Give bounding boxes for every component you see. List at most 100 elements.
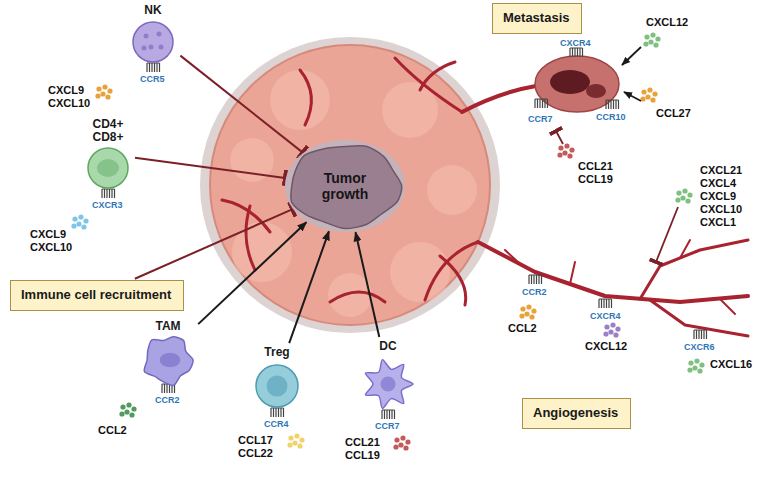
chemokine-label: CCL19 [345, 449, 380, 462]
chemokine-dots [687, 358, 704, 373]
cell-body [88, 148, 128, 188]
section-box: Angiogenesis [522, 398, 631, 429]
chemokine-label: CXCL4 [700, 177, 736, 190]
chemokine-dots [119, 402, 136, 417]
vessel [420, 62, 455, 90]
vessel [440, 256, 466, 305]
t-cell: CD4+ CD8+ [84, 118, 132, 190]
receptor-symbol [570, 48, 583, 57]
cell-body [144, 337, 193, 386]
chemokine-label: CCL2 [98, 424, 127, 437]
receptor-label: CXCR4 [590, 311, 621, 321]
cell-nucleus [381, 377, 396, 392]
necrotic-core [550, 70, 590, 94]
chemokine-label: CCL2 [508, 322, 537, 335]
chemokine-label: CCL17 [238, 434, 273, 447]
tam-cell: TAM [140, 320, 196, 385]
cell-name: DC [358, 340, 418, 353]
chemokine-label: CXCL1 [700, 216, 736, 229]
chemokine-label: CXCL21 [700, 164, 742, 177]
inhibition-line [556, 131, 563, 144]
receptor-label: CCR2 [522, 287, 547, 297]
sprout [505, 250, 520, 264]
section-title: Immune cell recruitment [21, 287, 171, 303]
tumor-halo [200, 37, 500, 333]
receptor-label: CCR10 [596, 112, 626, 122]
cell-name: CD4+ CD8+ [84, 118, 132, 144]
receptor-label: CCR2 [155, 395, 180, 405]
tumor-vessels [222, 58, 478, 305]
chemokine-dots [393, 435, 410, 450]
chemokine-label: CCL27 [656, 107, 691, 120]
section-box: Metastasis [492, 3, 582, 34]
core-halo [285, 140, 405, 232]
core-label: Tumor growth [305, 170, 385, 202]
cell-body [365, 360, 413, 409]
receptor-symbol [599, 299, 612, 308]
receptor-symbol [535, 99, 548, 108]
leader-arrow [622, 47, 641, 65]
chemokine-label: CXCL9 [48, 84, 84, 97]
receptor-symbol [271, 408, 284, 417]
granule [142, 46, 147, 51]
vessel [246, 206, 255, 270]
cell-name: Treg [252, 346, 302, 359]
dc-cell: DC [358, 340, 418, 411]
arrow-connector [289, 231, 329, 343]
core-blob [291, 146, 402, 229]
vessel [300, 70, 311, 125]
cell-body [256, 365, 298, 407]
chemokine-dots [95, 84, 112, 99]
tumor-core: Tumor growth [285, 140, 405, 232]
inhibition-connector [135, 158, 285, 178]
chemokine-dots [287, 433, 304, 448]
cell-body [133, 22, 173, 62]
chemokine-label: CCL21 [578, 160, 613, 173]
section-box: Immune cell recruitment [10, 280, 184, 311]
sprout [680, 240, 690, 258]
chemokine-label: CCL21 [345, 436, 380, 449]
sprout [570, 262, 575, 284]
chemokine-dots [71, 214, 88, 229]
sprout [720, 299, 735, 314]
angiogenic-vessels [478, 240, 748, 336]
receptor-label: CXCR6 [684, 342, 715, 352]
receptor-symbol [606, 100, 619, 109]
leader-arrow [624, 92, 641, 101]
arrow-connector [198, 222, 306, 324]
granule [149, 45, 154, 50]
arrow-connector [356, 232, 380, 337]
cell-nucleus [97, 159, 119, 177]
chemokine-label: CCL19 [578, 173, 613, 186]
receptor-label: CXCR3 [92, 200, 123, 210]
receptor-symbol [147, 63, 160, 72]
vessel [330, 292, 385, 302]
inhibition-connector [180, 56, 302, 153]
treg-cell: Treg [252, 346, 302, 409]
receptor-symbol [529, 275, 542, 284]
tumor-mass [210, 45, 490, 325]
lobule [427, 165, 477, 215]
chemokine-dots [675, 188, 692, 203]
cell-nucleus [160, 353, 181, 368]
inhibition-line [656, 207, 678, 262]
granule [159, 45, 164, 50]
lobule [390, 242, 450, 302]
receptor-symbol [382, 410, 395, 419]
receptor-label: CCR7 [375, 421, 400, 431]
chemokine-label: CXCL10 [30, 241, 72, 254]
tumor-lobules [230, 70, 477, 317]
cell-name: TAM [140, 320, 196, 333]
granule [144, 34, 149, 39]
receptor-symbol [694, 330, 707, 339]
vessel [425, 242, 478, 300]
receptor-symbol [102, 189, 115, 198]
blood-vessel [462, 86, 536, 112]
nk-cell: NK [128, 4, 178, 64]
vessel [478, 242, 748, 302]
chemokine-label: CXCL12 [585, 340, 627, 353]
chemokine-dots [603, 322, 620, 337]
receptor-label: CXCR4 [560, 38, 591, 48]
